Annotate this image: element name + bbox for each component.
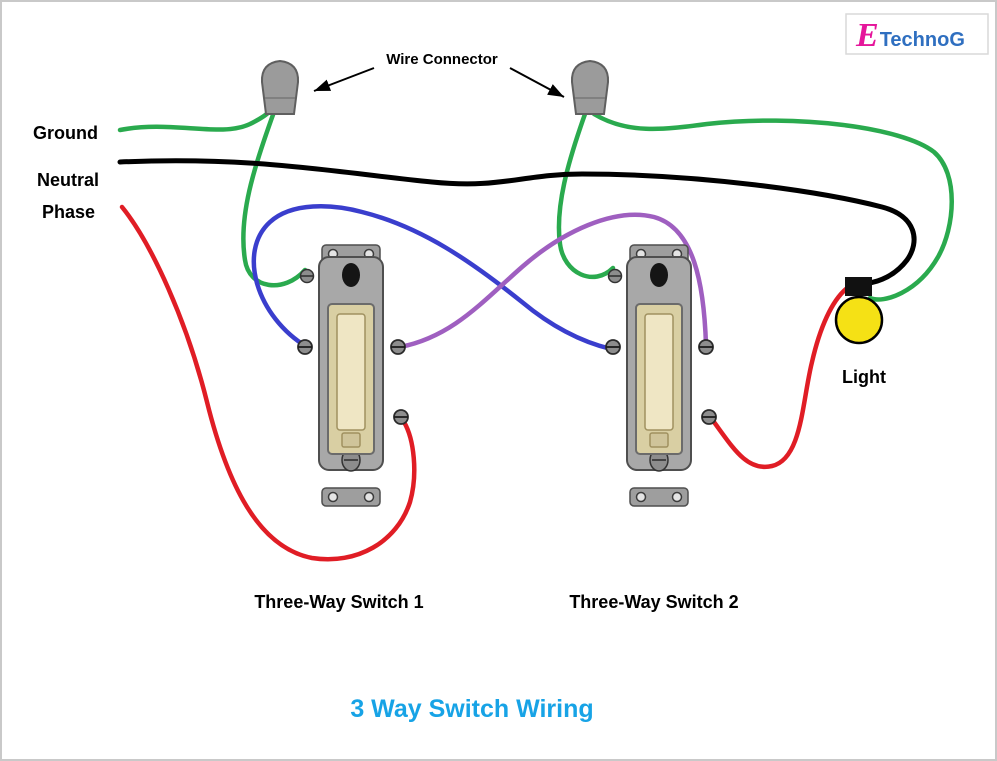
neutral-label: Neutral (37, 170, 99, 190)
svg-text:ETechnoG: ETechnoG (855, 17, 965, 54)
three-way-switch-1 (297, 244, 409, 507)
wire-connector-2 (570, 60, 610, 115)
bulb-cap (845, 277, 872, 296)
logo-box (845, 13, 989, 55)
switch2-label: Three-Way Switch 2 (569, 592, 738, 612)
ground-wire-light (591, 111, 954, 302)
wire-connector-label: Wire Connector (386, 51, 498, 68)
diagram-title: 3 Way Switch Wiring (350, 695, 593, 723)
switched-hot-wire (708, 286, 849, 470)
phase-wire (119, 204, 417, 562)
ground-wire-switch2 (556, 111, 616, 280)
ground-label: Ground (33, 123, 98, 143)
traveler-wire-purple (397, 212, 709, 350)
light-fixture (834, 277, 884, 345)
arrow-to-connector-2 (509, 67, 565, 98)
light-label: Light (842, 367, 886, 387)
arrow-to-connector-1 (313, 67, 375, 92)
ground-wire-switch1 (241, 109, 308, 288)
logo-letter-e: E (855, 17, 879, 54)
logo: ETechnoG (845, 13, 989, 55)
phase-label: Phase (42, 202, 95, 222)
traveler-wire-blue (251, 204, 614, 352)
logo-text: TechnoG (880, 29, 965, 51)
ground-wire-feed (117, 109, 272, 133)
switch1-label: Three-Way Switch 1 (254, 592, 423, 612)
bulb-icon (834, 295, 884, 345)
neutral-wire (117, 158, 917, 286)
wire-connector-1 (260, 60, 300, 115)
